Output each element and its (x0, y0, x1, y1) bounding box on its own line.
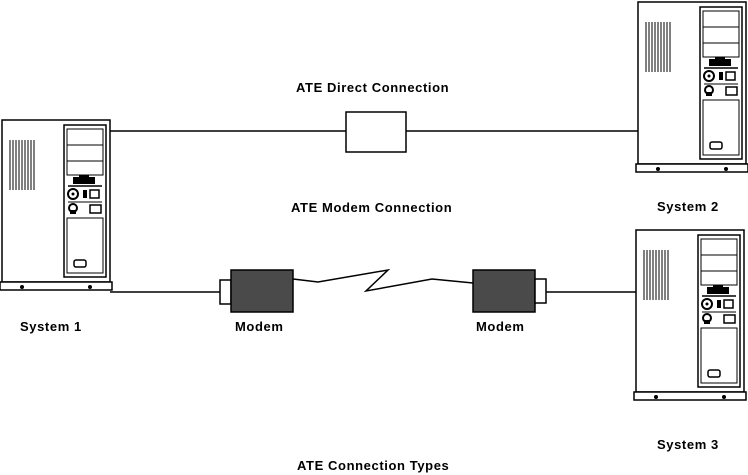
modem-right-icon (472, 269, 547, 313)
direct-connection-label: ATE Direct Connection (296, 80, 449, 95)
system-3-computer-icon (633, 229, 747, 401)
diagram-caption: ATE Connection Types (297, 458, 449, 473)
system-1-computer-icon (0, 119, 113, 291)
modem-left-icon (219, 269, 294, 313)
system-3-label: System 3 (657, 437, 719, 452)
system-1-label: System 1 (20, 319, 82, 334)
system-2-label: System 2 (657, 199, 719, 214)
modem-connection-label: ATE Modem Connection (291, 200, 452, 215)
direct-connection-adapter (345, 111, 407, 153)
system-2-computer-icon (635, 1, 748, 173)
modem-right-label: Modem (476, 319, 525, 334)
phone-line-lightning-icon (292, 268, 474, 293)
modem-left-label: Modem (235, 319, 284, 334)
